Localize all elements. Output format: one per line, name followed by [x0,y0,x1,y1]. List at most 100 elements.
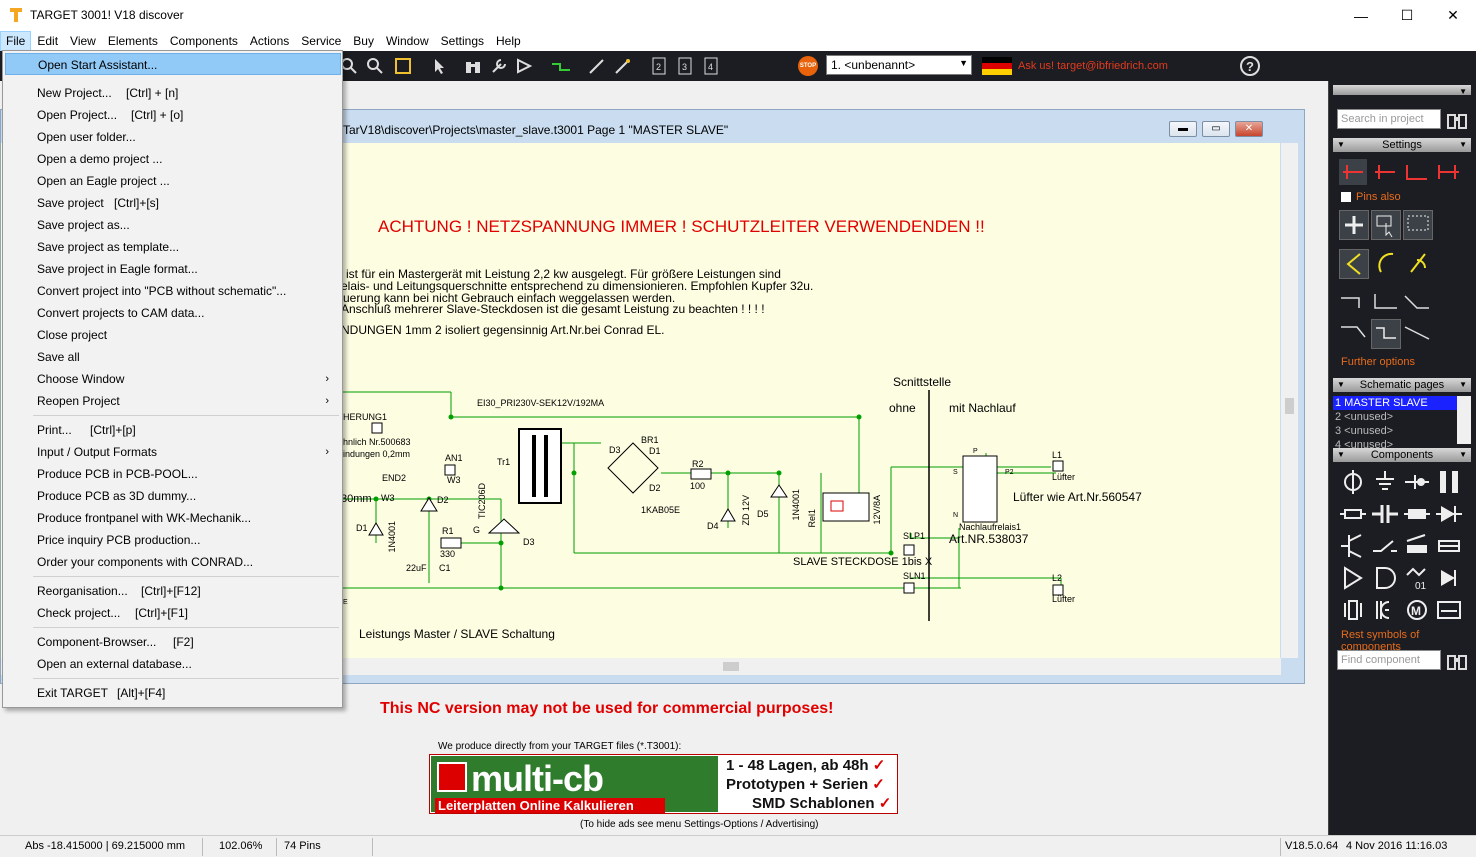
german-flag-icon[interactable] [982,57,1012,75]
wire-icon[interactable] [550,56,572,76]
find-binoculars-icon[interactable] [462,56,484,76]
schematic-close-button[interactable]: ✕ [1235,121,1263,137]
page-item[interactable]: 1 MASTER SLAVE [1333,396,1471,410]
help-icon[interactable]: ? [1240,56,1260,76]
menu-item-open-project[interactable]: Open Project...[Ctrl] + [o] [37,108,184,122]
pin-mode-3-icon[interactable] [1403,159,1431,185]
components-header[interactable]: ▼Components▼ [1333,448,1471,462]
fuse-symbol-icon[interactable] [1435,533,1463,559]
line-style-5-button[interactable] [1371,319,1401,349]
grid-tool-button[interactable] [1403,210,1433,240]
menu-item-close-project[interactable]: Close project [37,328,108,342]
schematic-minimize-button[interactable]: ▬ [1169,121,1197,137]
menu-item-produce-pcb-pool[interactable]: Produce PCB in PCB-POOL... [37,467,198,481]
diode-symbol-icon[interactable] [1435,501,1463,527]
display-symbol-icon[interactable] [1435,597,1463,623]
switch-symbol-icon[interactable] [1371,533,1399,559]
menu-edit[interactable]: Edit [37,34,59,48]
buffer-symbol-icon[interactable] [1435,565,1463,591]
pin-mode-1-icon[interactable] [1339,159,1367,185]
schematic-pages-header[interactable]: ▼Schematic pages▼ [1333,378,1471,392]
select-arrow-icon[interactable] [428,56,450,76]
close-button[interactable]: ✕ [1447,7,1459,23]
menu-item-component-browser[interactable]: Component-Browser...[F2] [37,635,194,649]
opamp-symbol-icon[interactable] [1339,565,1367,591]
arc-tool-3-icon[interactable] [1403,250,1431,276]
menu-item-produce-3d-dummy[interactable]: Produce PCB as 3D dummy... [37,489,197,503]
page-item[interactable]: 2 <unused> [1335,411,1394,423]
signal-icon[interactable] [514,56,536,76]
arc-tool-2-icon[interactable] [1371,250,1399,276]
vertical-scroll-thumb[interactable] [1285,398,1294,414]
search-in-project-input[interactable]: Search in project [1337,109,1441,129]
ask-us-link[interactable]: Ask us! target@ibfriedrich.com [1018,60,1168,72]
line-style-1-icon[interactable] [1339,290,1367,316]
menu-item-open-demo-project[interactable]: Open a demo project ... [37,152,163,166]
line-style-2-icon[interactable] [1371,290,1399,316]
schematic-maximize-button[interactable]: ▭ [1202,121,1230,137]
connector-symbol-icon[interactable] [1403,469,1431,495]
crystal-symbol-icon[interactable] [1339,597,1367,623]
zoom-fit-icon[interactable] [392,56,414,76]
menu-item-open-external-db[interactable]: Open an external database... [37,657,192,671]
menu-item-exit[interactable]: Exit TARGET[Alt]+[F4] [37,686,166,700]
menu-item-save-all[interactable]: Save all [37,350,80,364]
menu-item-frontpanel[interactable]: Produce frontpanel with WK-Mechanik... [37,511,252,525]
magic-wand-icon[interactable] [612,56,634,76]
select-tool-button[interactable] [1371,210,1401,240]
menu-buy[interactable]: Buy [353,34,374,48]
menu-window[interactable]: Window [385,34,429,48]
logic-symbol-icon[interactable]: 01 [1403,565,1431,592]
motor-symbol-icon[interactable]: M [1403,597,1431,623]
menu-settings[interactable]: Settings [440,34,485,48]
line-style-4-icon[interactable] [1339,321,1367,347]
menu-service[interactable]: Service [301,34,342,48]
menu-item-save-project-as[interactable]: Save project as... [37,218,130,232]
wrench-icon[interactable] [488,56,510,76]
menu-item-new-project[interactable]: New Project...[Ctrl] + [n] [37,86,179,100]
inductor-symbol-icon[interactable] [1403,501,1431,527]
binoculars-icon[interactable] [1445,107,1469,131]
horizontal-scroll-thumb[interactable] [723,662,739,671]
capacitor-symbol-icon[interactable] [1371,501,1399,527]
find-component-input[interactable]: Find component [1337,650,1441,670]
menu-item-open-start-assistant[interactable]: Open Start Assistant... [5,53,341,75]
maximize-button[interactable]: ☐ [1400,7,1414,23]
and-gate-symbol-icon[interactable] [1371,565,1399,591]
multi-cb-ad-banner[interactable]: multi-cb Leiterplatten Online Kalkuliere… [429,754,898,814]
page-item[interactable]: 4 <unused> [1335,439,1394,451]
page-3-icon[interactable]: 3 [674,56,696,76]
menu-item-convert-cam[interactable]: Convert projects to CAM data... [37,306,205,320]
menu-item-convert-pcb[interactable]: Convert project into "PCB without schema… [37,284,287,298]
pin-mode-2-icon[interactable] [1371,159,1399,185]
menu-item-reorganisation[interactable]: Reorganisation...[Ctrl]+[F12] [37,584,201,598]
pins-also-checkbox[interactable] [1341,192,1351,202]
menu-actions[interactable]: Actions [249,34,290,48]
pin-mode-4-icon[interactable] [1435,159,1463,185]
minimize-button[interactable]: — [1354,7,1368,24]
ic-symbol-icon[interactable] [1371,597,1399,623]
menu-elements[interactable]: Elements [107,34,158,48]
menu-item-choose-window[interactable]: Choose Window› [5,368,341,390]
line-style-3-icon[interactable] [1403,290,1431,316]
resistor-symbol-icon[interactable] [1339,501,1367,527]
menu-item-save-as-template[interactable]: Save project as template... [37,240,180,254]
menu-item-check-project[interactable]: Check project...[Ctrl]+[F1] [37,606,189,620]
add-tool-button[interactable] [1339,210,1369,240]
menu-item-open-eagle-project[interactable]: Open an Eagle project ... [37,174,170,188]
menu-components[interactable]: Components [169,34,238,48]
pages-scrollbar[interactable] [1457,396,1471,444]
menu-item-open-user-folder[interactable]: Open user folder... [37,130,136,144]
panel-grip[interactable]: ▼ [1333,85,1471,96]
vertical-scrollbar[interactable] [1281,143,1298,658]
settings-header[interactable]: ▼Settings▼ [1333,138,1471,152]
page-2-icon[interactable]: 2 [648,56,670,76]
zoom-icon[interactable] [364,56,386,76]
arc-tool-1-button[interactable] [1339,249,1369,279]
stop-icon[interactable]: STOP [798,56,818,76]
menu-file[interactable]: File [0,31,32,51]
header-symbol-icon[interactable] [1435,469,1463,495]
pen-icon[interactable] [586,56,608,76]
menu-item-save-eagle-format[interactable]: Save project in Eagle format... [37,262,198,276]
page-4-icon[interactable]: 4 [700,56,722,76]
